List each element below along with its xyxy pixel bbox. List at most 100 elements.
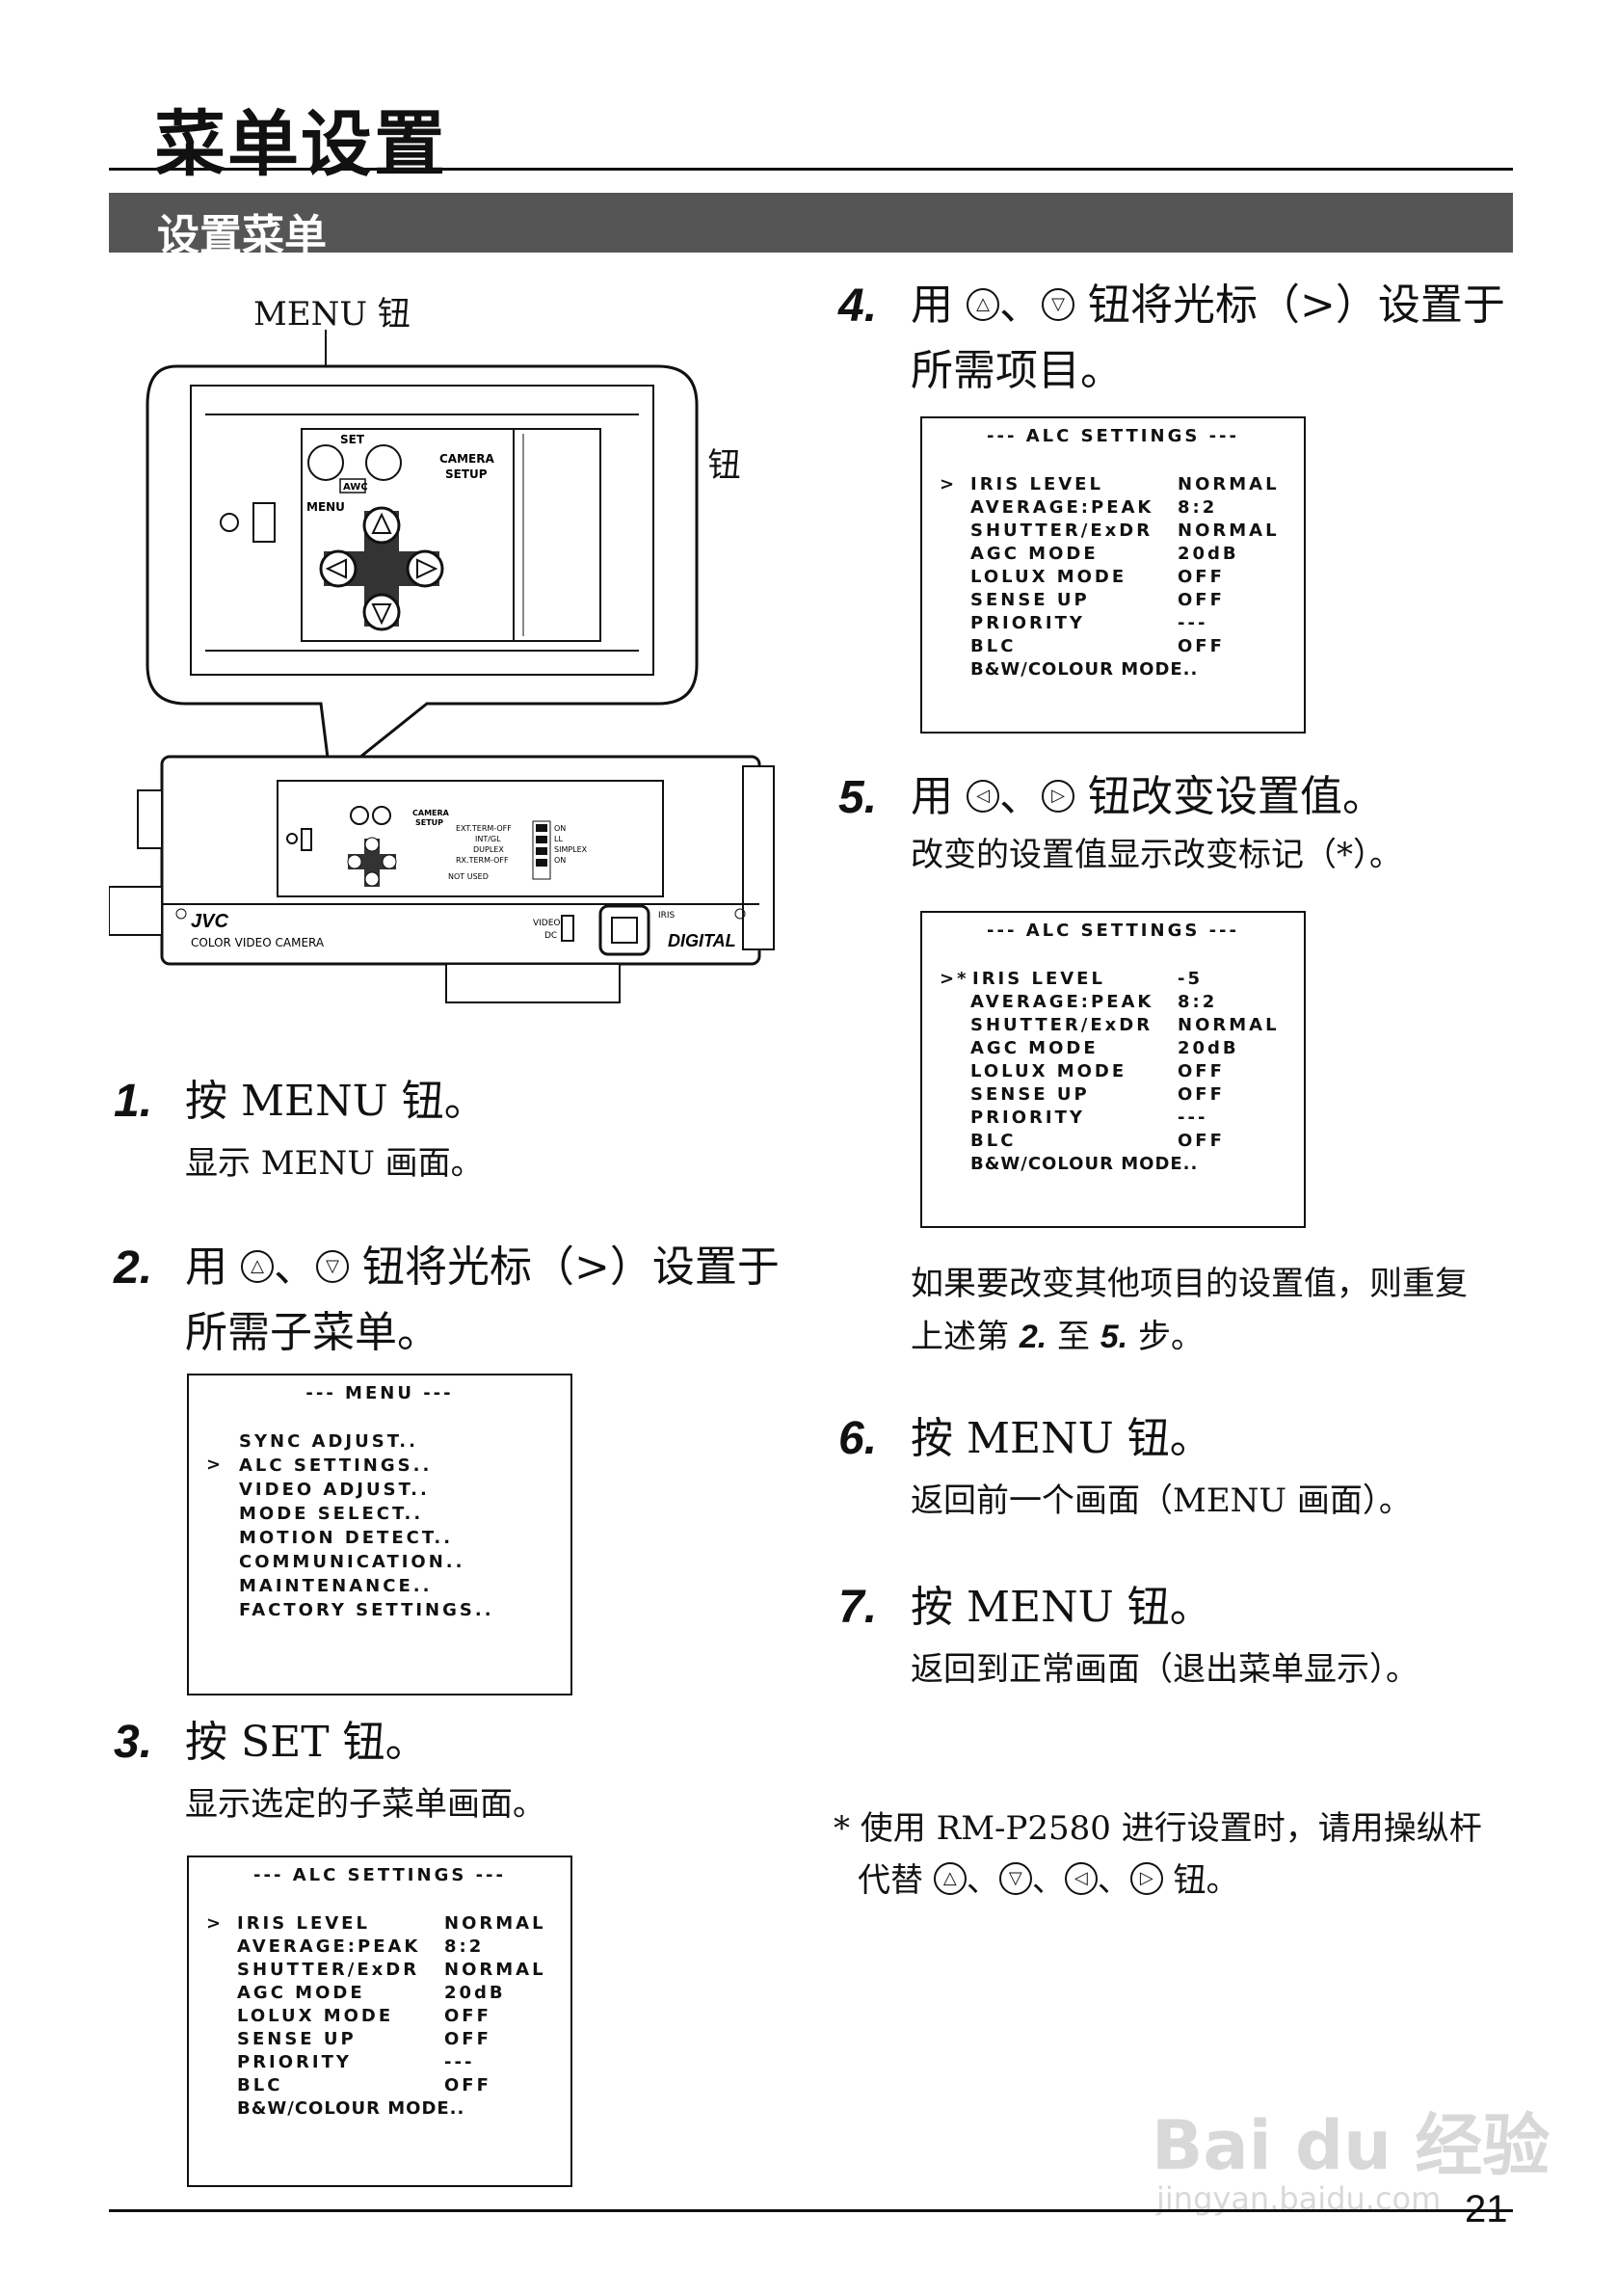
watermark-logo: Bai du 经验 (1152, 2106, 1551, 2185)
step-description: 返回前一个画面（MENU 画面）。 (911, 1482, 1412, 1520)
alc-value: 20dB (1178, 1038, 1239, 1058)
step-heading-line2: 所需子菜单。 (185, 1308, 439, 1357)
alc-value: 8:2 (1178, 497, 1218, 518)
alc-label: PRIORITY (237, 2052, 352, 2072)
section-header: 设置菜单 (109, 193, 1513, 260)
svg-text:SETUP: SETUP (445, 467, 488, 481)
alc-screen-title: --- ALC SETTINGS --- (987, 921, 1239, 941)
step-heading: 按 MENU 钮。 (185, 1077, 487, 1126)
alc-value: -5 (1178, 969, 1203, 989)
left-button-icon: ◁ (967, 779, 999, 813)
svg-text:LL: LL (554, 835, 563, 843)
alc-label: B&W/COLOUR MODE.. (237, 2098, 465, 2119)
up-button-icon: △ (933, 1862, 967, 1895)
step-heading: 按 SET 钮。 (185, 1718, 428, 1767)
alc-value: OFF (1178, 590, 1225, 610)
svg-text:SETUP: SETUP (415, 818, 443, 827)
alc-label: IRIS LEVEL (237, 1913, 370, 1934)
up-button-icon: △ (967, 287, 999, 321)
alc-value: OFF (444, 2006, 491, 2026)
alc-label: LOLUX MODE (237, 2006, 394, 2026)
alc-label: SHUTTER/ExDR (237, 1960, 420, 1980)
step-description: 显示 MENU 画面。 (185, 1144, 484, 1183)
step-heading: 按 MENU 钮。 (911, 1414, 1212, 1463)
awc-label: AWC (343, 482, 368, 493)
step-heading: 用 ◁、▷ 钮改变设置值。 (911, 772, 1385, 821)
alc-value: OFF (1178, 567, 1225, 587)
alc-label: PRIORITY (970, 613, 1085, 633)
alc-label: BLC (970, 1131, 1017, 1151)
alc-settings-screen: --- ALC SETTINGS --- > IRIS LEVEL NORMAL… (187, 1855, 572, 2187)
bottom-rule (109, 2209, 1513, 2212)
alc-cursor: > (940, 474, 958, 494)
alc-label: SHUTTER/ExDR (970, 521, 1153, 541)
alc-label: LOLUX MODE (970, 567, 1127, 587)
alc-value: NORMAL (444, 1913, 546, 1934)
svg-text:RX.TERM-OFF: RX.TERM-OFF (456, 856, 509, 865)
alc-value: OFF (444, 2029, 491, 2049)
step-number: 6. (838, 1413, 878, 1464)
svg-text:ON: ON (554, 824, 566, 833)
alc-label: AVERAGE:PEAK (970, 992, 1154, 1012)
menu-item: MAINTENANCE.. (239, 1576, 433, 1596)
alc-label: IRIS LEVEL (972, 969, 1105, 989)
alc-value: 20dB (444, 1983, 506, 2003)
step-heading: 用 △、▽ 钮将光标（>）设置于 (911, 280, 1505, 330)
svg-text:ON: ON (554, 856, 566, 865)
menu-item: SYNC ADJUST.. (239, 1431, 418, 1452)
alc-value: 8:2 (1178, 992, 1218, 1012)
step-number: 1. (114, 1076, 153, 1127)
step-heading: 按 MENU 钮。 (911, 1583, 1212, 1632)
page-number: 21 (1465, 2188, 1508, 2230)
alc-label: BLC (237, 2075, 283, 2096)
svg-text:DIGITAL: DIGITAL (668, 931, 736, 950)
footnote-line2: 代替 △、▽、◁、▷ 钮。 (858, 1861, 1239, 1900)
alc-settings-screen: --- ALC SETTINGS --- > IRIS LEVEL NORMAL… (920, 416, 1306, 734)
svg-text:IRIS: IRIS (658, 911, 676, 921)
alc-cursor-changed: >* (940, 969, 969, 989)
alc-label: SENSE UP (237, 2029, 357, 2049)
svg-text:DC: DC (544, 931, 557, 941)
alc-value: --- (1178, 613, 1208, 633)
step-number: 7. (838, 1582, 878, 1633)
alc-label: AGC MODE (237, 1983, 365, 2003)
right-button-icon: ▷ (1129, 1862, 1163, 1895)
menu-callout-label: MENU 钮 (253, 295, 411, 334)
step-heading: 用 △、▽ 钮将光标（>）设置于 (185, 1242, 780, 1292)
down-button-icon: ▽ (998, 1862, 1032, 1895)
svg-text:EXT.TERM-OFF: EXT.TERM-OFF (456, 824, 512, 833)
alc-settings-screen-changed: --- ALC SETTINGS --- >* IRIS LEVEL -5 AV… (920, 911, 1306, 1228)
svg-text:INT/GL: INT/GL (475, 835, 501, 843)
alc-cursor: > (206, 1913, 225, 1934)
svg-text:CAMERA: CAMERA (439, 452, 494, 466)
alc-value: NORMAL (1178, 474, 1280, 494)
alc-screen-title: --- ALC SETTINGS --- (987, 426, 1239, 446)
alc-value: OFF (1178, 1084, 1225, 1105)
menu-item: ALC SETTINGS.. (239, 1455, 433, 1476)
title-rule (109, 168, 1513, 171)
alc-label: B&W/COLOUR MODE.. (970, 1154, 1199, 1174)
alc-label: B&W/COLOUR MODE.. (970, 659, 1199, 680)
up-button-icon: △ (241, 1249, 274, 1283)
step-number: 3. (114, 1717, 153, 1768)
menu-item: FACTORY SETTINGS.. (239, 1600, 494, 1620)
repeat-note-line2: 上述第 2. 至 5. 步。 (911, 1318, 1204, 1356)
down-button-icon: ▽ (316, 1249, 349, 1283)
menu-item: MODE SELECT.. (239, 1504, 424, 1524)
alc-label: BLC (970, 636, 1017, 656)
step-heading-line2: 所需项目。 (911, 346, 1123, 395)
svg-text:VIDEO: VIDEO (533, 919, 561, 928)
svg-text:JVC: JVC (191, 911, 228, 932)
alc-value: --- (1178, 1108, 1208, 1128)
step-number: 2. (114, 1242, 153, 1294)
alc-value: OFF (1178, 1131, 1225, 1151)
alc-value: 20dB (1178, 544, 1239, 564)
right-button-icon: ▷ (1042, 779, 1074, 813)
alc-label: AGC MODE (970, 1038, 1099, 1058)
repeat-note: 如果要改变其他项目的设置值，则重复 (911, 1265, 1468, 1303)
svg-text:NOT USED: NOT USED (448, 872, 489, 881)
svg-text:DUPLEX: DUPLEX (473, 845, 504, 854)
svg-text:SET: SET (340, 433, 365, 446)
menu-cursor: > (206, 1455, 225, 1475)
alc-label: AGC MODE (970, 544, 1099, 564)
